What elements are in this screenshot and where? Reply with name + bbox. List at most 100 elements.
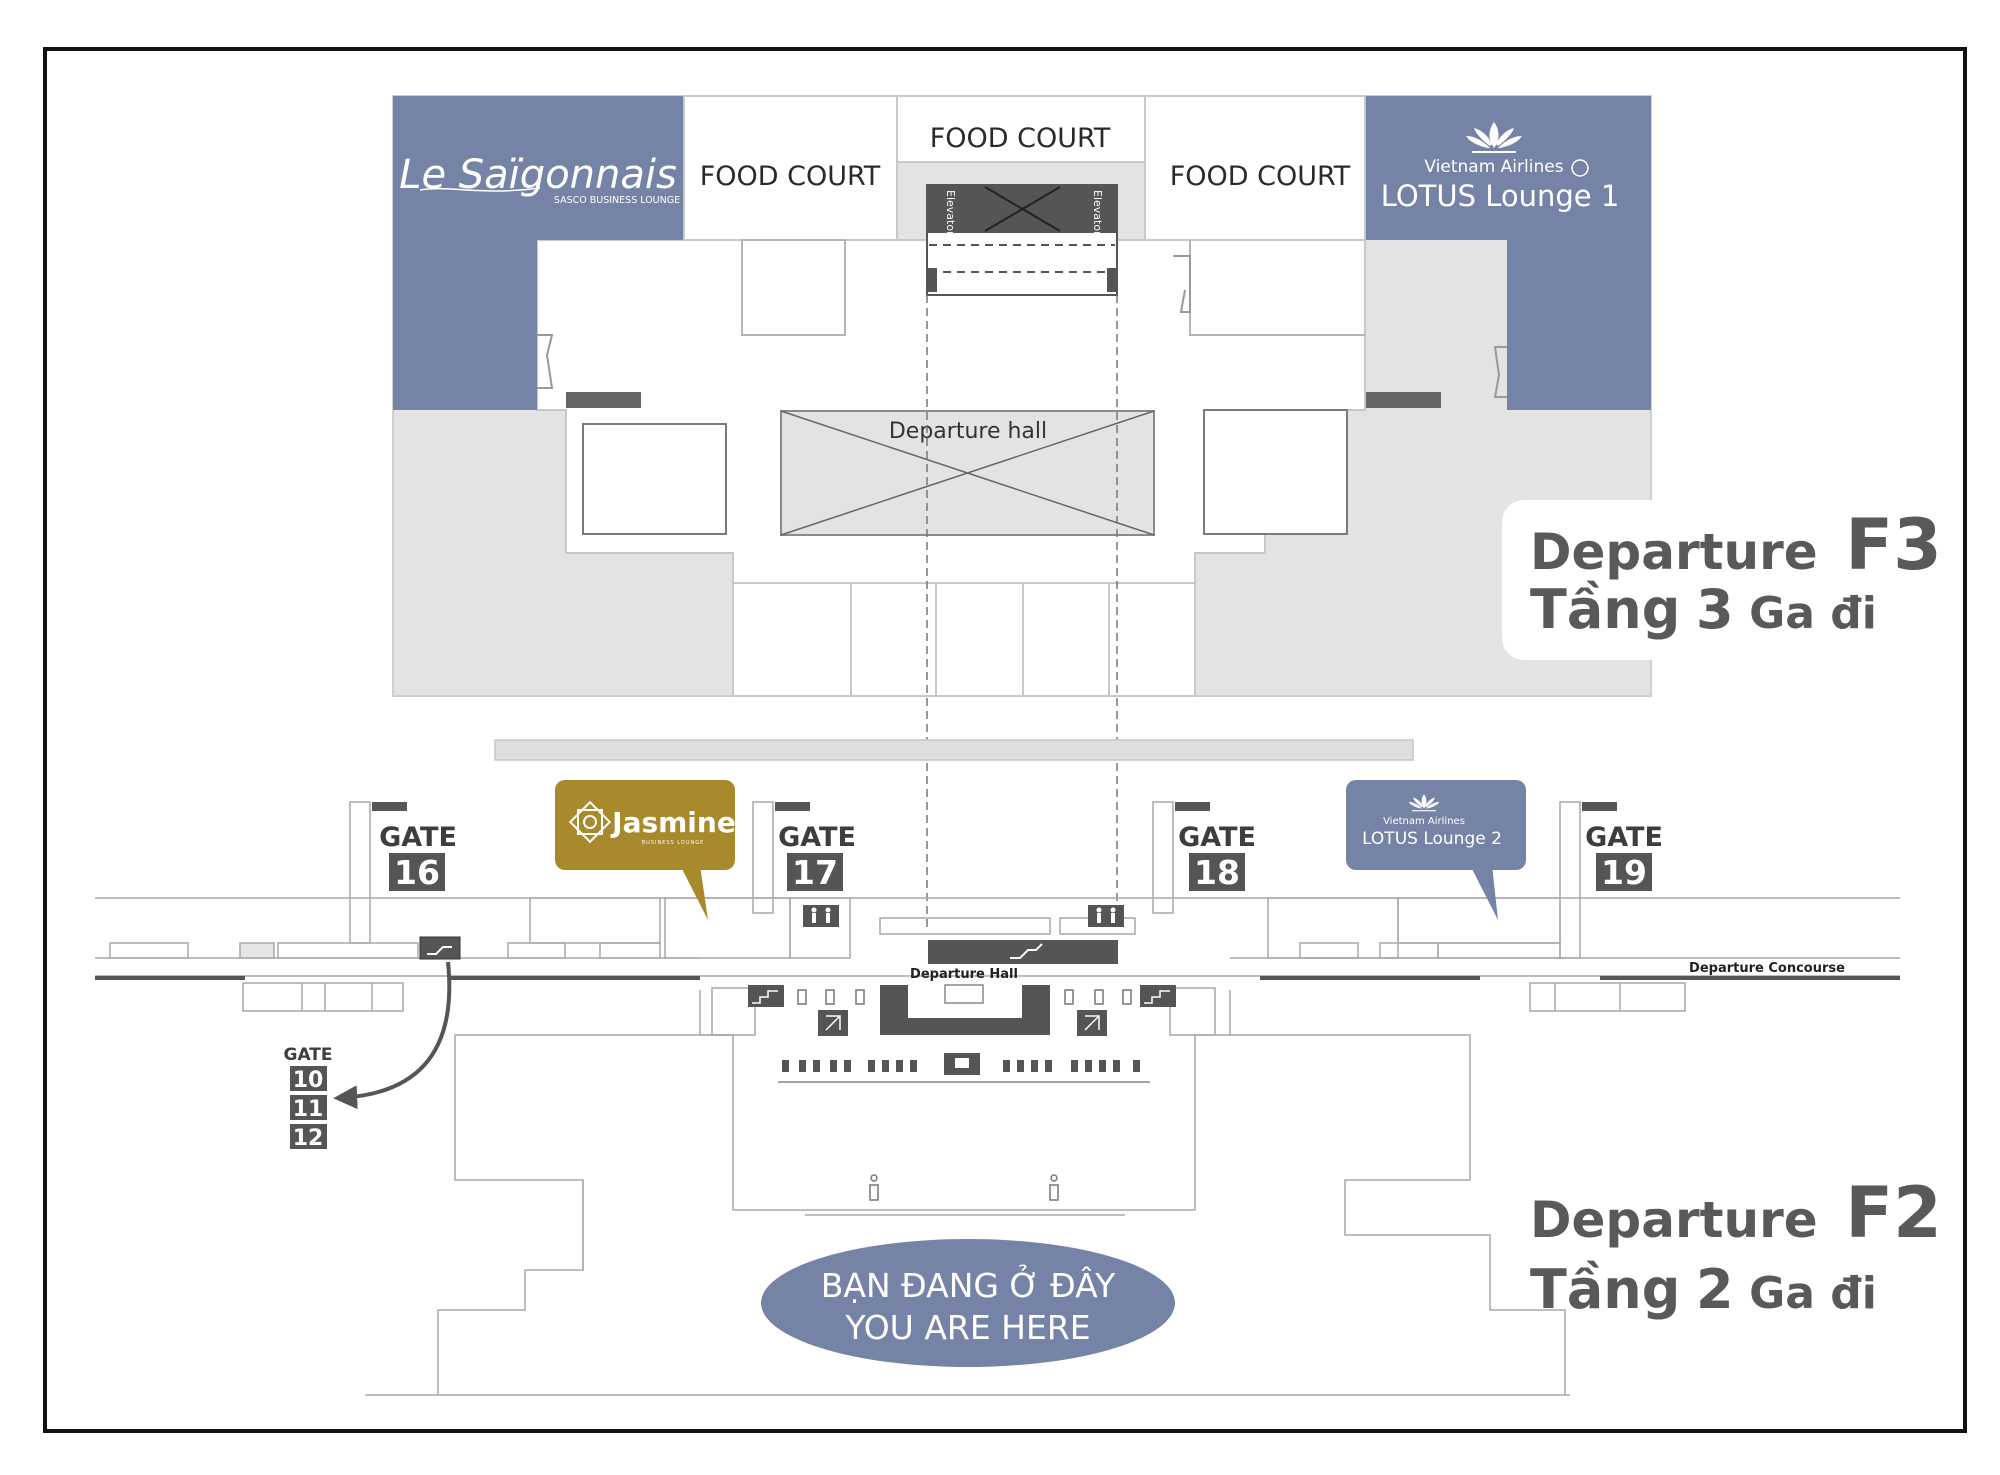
f2-label-word: Departure <box>1530 1191 1818 1249</box>
f3-room-left <box>582 423 727 535</box>
you-are-here-vn: BẠN ĐANG Ở ĐÂY <box>821 1262 1116 1305</box>
escalator-steps-icon <box>1010 943 1043 959</box>
lotus-flower-icon <box>1466 122 1522 153</box>
f3-vn-prefix: Tầng <box>1530 578 1680 641</box>
escalator-icon <box>928 940 1118 964</box>
f3-bay <box>935 582 1024 697</box>
gate-16-word: GATE <box>379 822 457 853</box>
food-court-right-area <box>1144 95 1366 241</box>
elevator-symbol-icon <box>1084 1015 1100 1031</box>
gate-17-number: 17 <box>792 853 838 892</box>
lotus1-name: LOTUS Lounge 1 <box>1381 179 1620 213</box>
food-court-left-area <box>683 95 898 241</box>
f3-escalator-right <box>1366 392 1441 408</box>
gate-sign-mount-icon <box>1175 802 1210 811</box>
f3-door <box>1493 346 1507 398</box>
f2-label-code: F2 <box>1845 1172 1942 1254</box>
svg-text:Departure F2: Departure F2 <box>1530 1172 1942 1254</box>
f3-bay <box>732 582 852 697</box>
security-gates-icon <box>797 989 1132 1005</box>
f3-door <box>537 334 554 389</box>
gate-12-badge <box>290 1124 327 1149</box>
restroom-icon <box>1088 905 1124 927</box>
lotus1-airline: Vietnam Airlines <box>1424 157 1563 177</box>
escalator-steps-icon <box>427 946 452 955</box>
gate-sign-mount-icon <box>775 802 810 811</box>
elevator-car-right <box>1077 185 1117 233</box>
food-court-right-label: FOOD COURT <box>1170 161 1351 192</box>
f3-departure-hall-label: Departure hall <box>889 419 1047 444</box>
elevator-left-label: Elevator <box>944 190 957 236</box>
elevator-post <box>1107 268 1117 292</box>
lotus-flower-icon <box>1408 794 1440 812</box>
f3-vn-num: 3 <box>1696 578 1734 641</box>
elevator-post <box>927 268 937 292</box>
svg-text:Tầng 2 Ga đi: Tầng 2 Ga đi <box>1530 1258 1877 1321</box>
gate-sign-mount-icon <box>1582 802 1617 811</box>
f3-label-word: Departure <box>1530 523 1818 581</box>
gate-11-number: 11 <box>293 1097 324 1122</box>
saigonnais-name: Le Saïgonnais <box>399 152 677 198</box>
lotus1-lounge-area <box>1365 96 1651 410</box>
gate-sign-mount-icon <box>372 802 407 811</box>
f3-bay <box>1108 582 1196 697</box>
side-gates-word: GATE <box>284 1045 333 1065</box>
restroom-icon <box>803 905 839 927</box>
gate-17-word: GATE <box>778 822 856 853</box>
gate-18-sign: GATE 18 <box>1175 802 1256 892</box>
saigonnais-swirl <box>419 187 541 192</box>
f3-block <box>741 239 846 336</box>
food-court-left-label: FOOD COURT <box>700 161 881 192</box>
f3-slab-edge <box>494 739 1414 761</box>
gate-18-badge <box>1189 853 1245 891</box>
floor-f3-label: Departure F3 Tầng 3 Ga đi <box>1530 504 1942 641</box>
lotus2-lounge-callout: Vietnam Airlines LOTUS Lounge 2 <box>1346 780 1526 920</box>
gate-16-badge <box>389 853 445 891</box>
f3-door <box>1173 255 1191 313</box>
f3-vn-suffix: Ga đi <box>1749 588 1877 639</box>
lotus2-airline: Vietnam Airlines <box>1383 816 1465 827</box>
f3-room-right <box>1203 409 1348 535</box>
elevator-right-label: Elevator <box>1091 190 1104 236</box>
saigonnais-sub: SASCO BUSINESS LOUNGE <box>554 195 680 206</box>
jasmine-lounge-callout: Jasmine BUSINESS LOUNGE <box>555 780 736 920</box>
f3-label-box <box>1502 500 1917 660</box>
saigonnais-lounge-area <box>393 96 684 410</box>
f3-label-code: F3 <box>1845 504 1942 586</box>
person-icon <box>869 1174 1059 1201</box>
f2-vn-suffix: Ga đi <box>1749 1268 1877 1319</box>
vietnam-airlines-logo-icon <box>1571 159 1589 177</box>
route-arrow-icon <box>333 961 452 1110</box>
stairs-steps-icon <box>1144 990 1170 1004</box>
gate-18-word: GATE <box>1178 822 1256 853</box>
f2-vn-num: 2 <box>1696 1258 1734 1321</box>
stairs-steps-icon <box>752 990 778 1004</box>
gate-17-badge <box>787 853 843 891</box>
gate-18-number: 18 <box>1194 853 1240 892</box>
floor-f3-plan: Elevator Elevator Departure hall FOOD CO… <box>392 95 1652 697</box>
departure-concourse-label: Departure Concourse <box>1689 961 1845 976</box>
jasmine-logo-icon <box>568 800 612 844</box>
atrium-cross <box>780 410 1155 536</box>
gate-10-badge <box>290 1066 327 1091</box>
gate-16-sign: GATE 16 <box>372 802 457 892</box>
gate-10-number: 10 <box>293 1068 324 1093</box>
elevator-symbol-icon <box>825 1015 841 1031</box>
gate-19-sign: GATE 19 <box>1582 802 1663 892</box>
svg-text:Tầng 3 Ga đi: Tầng 3 Ga đi <box>1530 578 1877 641</box>
f3-escalator-left <box>566 392 641 408</box>
gate-11-badge <box>290 1095 327 1120</box>
food-court-center-label: FOOD COURT <box>930 123 1111 154</box>
jasmine-name: Jasmine <box>610 806 736 839</box>
you-are-here-en: YOU ARE HERE <box>844 1308 1090 1347</box>
you-are-here-marker: BẠN ĐANG Ở ĐÂY YOU ARE HERE <box>761 1239 1175 1367</box>
gate-12-number: 12 <box>293 1126 324 1151</box>
gate-19-badge <box>1596 853 1652 891</box>
gate-16-number: 16 <box>394 853 440 892</box>
elevator-cross <box>984 186 1061 232</box>
restroom-figures-icon <box>811 907 1116 923</box>
info-desk-symbol <box>955 1058 969 1068</box>
f3-bay <box>850 582 937 697</box>
f3-bay <box>1022 582 1110 697</box>
